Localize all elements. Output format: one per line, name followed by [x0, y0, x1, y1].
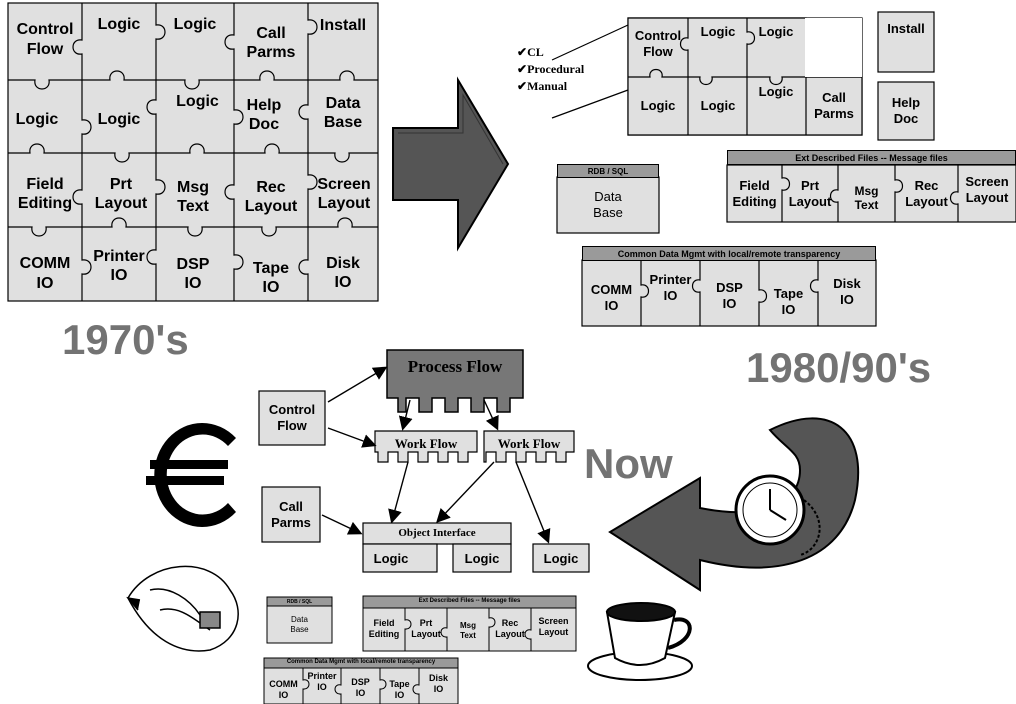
grid-cell: Rec Layout	[244, 178, 298, 215]
puzzle-grid-1970	[7, 2, 379, 302]
return-arrow	[608, 417, 860, 592]
checklist-item: ✔Manual	[517, 79, 568, 93]
small-ext-cell: Prt Layout	[411, 618, 441, 639]
grid-cell: Logic	[15, 111, 59, 129]
small-ext-cell: Field Editing	[368, 618, 400, 639]
grid-cell: Logic	[97, 16, 141, 34]
data-mgmt-cell: DSP IO	[716, 280, 743, 311]
grid-cell: Field Editing	[17, 175, 73, 212]
small-mgmt-cell: Tape IO	[389, 679, 410, 700]
grid-cell: Logic	[176, 93, 219, 111]
check-icon: ✔	[517, 79, 528, 93]
data-mgmt-cell: Tape IO	[773, 286, 804, 317]
euro-icon	[146, 423, 236, 527]
grid-cell: Screen Layout	[317, 175, 371, 212]
logic-block-cell: Call Parms	[814, 90, 854, 121]
small-ext-cell: Rec Layout	[495, 618, 525, 639]
ext-files-cell: Field Editing	[732, 178, 777, 209]
small-ext-cell: Screen Layout	[538, 616, 569, 637]
install-box: Install	[887, 21, 925, 37]
rdb-header: RDB / SQL	[557, 164, 659, 178]
control-flow-box: Control Flow	[268, 402, 316, 433]
small-rdb-body: Data Base	[290, 615, 309, 634]
grid-cell: DSP IO	[176, 255, 210, 292]
grid-cell: Logic	[173, 16, 217, 34]
transition-arrow	[392, 76, 510, 252]
ext-files-cell: Screen Layout	[965, 174, 1009, 205]
small-mgmt-cell: COMM IO	[269, 679, 298, 700]
grid-cell: Logic	[97, 111, 141, 129]
grid-cell: Prt Layout	[94, 175, 148, 212]
watch-icon	[734, 474, 821, 556]
logic-block-cell: Logic	[758, 24, 794, 40]
grid-cell: Tape IO	[252, 259, 290, 296]
small-ext-cell: Msg Text	[460, 621, 476, 640]
small-rdb-header: RDB / SQL	[286, 598, 313, 605]
ext-files-cell: Rec Layout	[905, 178, 948, 209]
data-mgmt-cell: Disk IO	[833, 276, 861, 307]
rdb-body: Data Base	[593, 189, 623, 220]
coffee-cup-icon	[587, 602, 693, 681]
check-icon: ✔	[517, 45, 528, 59]
checklist-item: ✔CL	[517, 45, 544, 59]
bird-icon	[126, 565, 239, 652]
small-mgmt-cell: Disk IO	[428, 673, 448, 694]
logic-box: Logic	[373, 551, 409, 567]
check-icon: ✔	[517, 62, 528, 76]
help-doc-box: Help Doc	[891, 95, 921, 126]
ext-files-cell: Prt Layout	[788, 178, 832, 209]
logic-block-cell: Control Flow	[634, 28, 682, 59]
small-mgmt-cell: DSP IO	[351, 677, 370, 698]
grid-cell: Msg Text	[177, 178, 209, 215]
checklist: ✔CL ✔Procedural ✔Manual	[517, 44, 584, 95]
data-mgmt-cell: COMM IO	[590, 282, 633, 313]
grid-cell: Call Parms	[246, 24, 296, 61]
small-mgmt-header: Common Data Mgmt with local/remote trans…	[286, 659, 436, 666]
small-mgmt-cell: Printer IO	[307, 671, 337, 692]
logic-block-cell: Logic	[700, 98, 736, 114]
ext-files-header: Ext Described Files -- Message files	[727, 150, 1016, 165]
logic-block-cell: Logic	[640, 98, 676, 114]
era-label-1970s: 1970's	[62, 316, 189, 363]
era-label-now: Now	[584, 440, 673, 487]
data-mgmt-cell: Printer IO	[649, 272, 692, 303]
work-flow-label: Work Flow	[394, 436, 458, 452]
object-interface-label: Object Interface	[398, 526, 476, 539]
grid-cell: Disk IO	[326, 254, 360, 291]
checklist-item: ✔Procedural	[517, 62, 585, 76]
logic-block-cell: Logic	[758, 84, 794, 100]
grid-cell: Control Flow	[16, 21, 74, 58]
logic-block-cell: Logic	[700, 24, 736, 40]
grid-cell: Printer IO	[93, 247, 145, 284]
process-flow-label: Process Flow	[407, 356, 503, 376]
era-label-1980s: 1980/90's	[746, 344, 932, 391]
grid-cell: Data Base	[323, 94, 363, 131]
small-ext-header: Ext Described Files -- Message files	[418, 598, 521, 605]
work-flow-label: Work Flow	[497, 436, 561, 452]
logic-box: Logic	[464, 551, 500, 567]
grid-cell: COMM IO	[19, 255, 71, 292]
logic-block-puzzle	[627, 17, 863, 136]
call-parms-box: Call Parms	[271, 498, 311, 530]
grid-cell: Help Doc	[246, 96, 282, 133]
data-mgmt-header: Common Data Mgmt with local/remote trans…	[582, 246, 876, 261]
logic-box: Logic	[543, 551, 579, 567]
process-flow-comb	[386, 349, 524, 413]
grid-cell: Install	[319, 17, 367, 35]
ext-files-cell: Msg Text	[854, 183, 879, 212]
